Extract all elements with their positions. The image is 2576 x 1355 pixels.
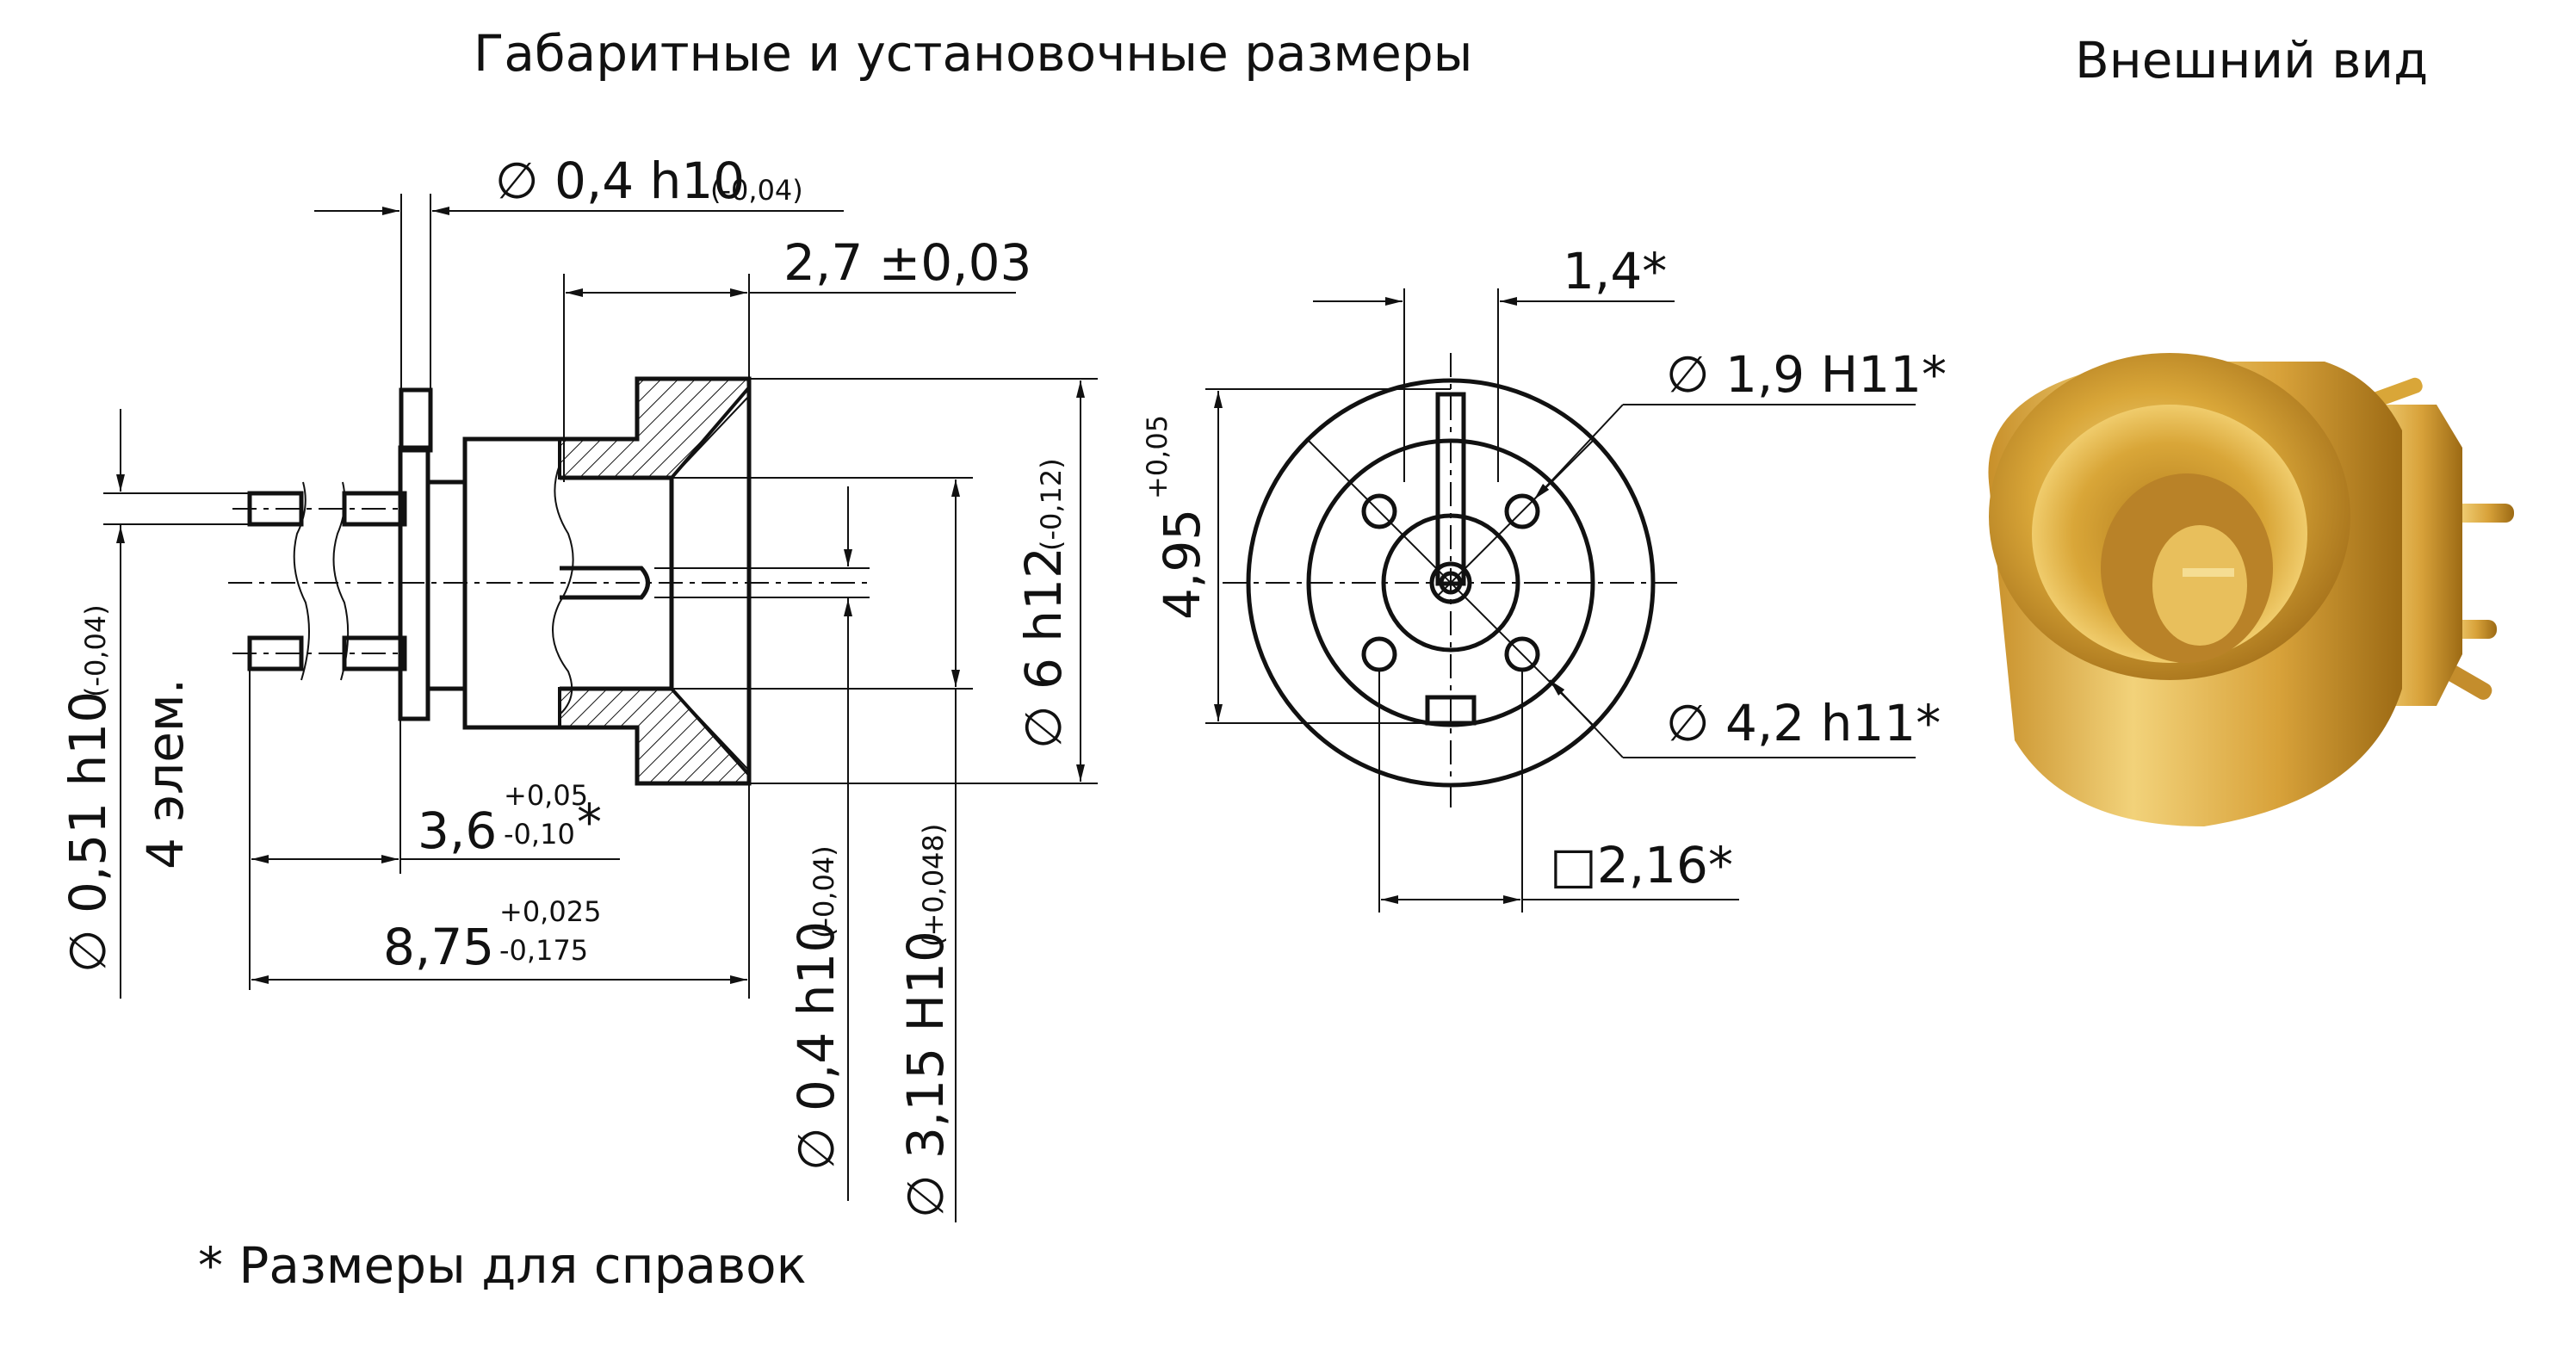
svg-text:(+0,048): (+0,048) (917, 824, 950, 947)
dim-outer-dia: ∅ 6 h12 (-0,12) (749, 378, 1098, 784)
svg-text:8,75: 8,75 (383, 918, 494, 976)
dim-bore-dia: ∅ 3,15 H10 (+0,048) (672, 477, 973, 1222)
svg-text:(-0,04): (-0,04) (808, 845, 840, 938)
dim-body-dia: ∅ 4,2 h11* (1549, 679, 1941, 758)
svg-text:∅ 1,9 H11*: ∅ 1,9 H11* (1666, 345, 1947, 404)
svg-text:+0,025: +0,025 (499, 895, 601, 928)
dim-pin-dia: ∅ 0,4 h10 (-0,04) (314, 152, 844, 392)
svg-text:-0,10: -0,10 (504, 818, 575, 851)
svg-text:∅ 0,4 h10: ∅ 0,4 h10 (787, 921, 845, 1171)
drawing-title: Габаритные и установочные размеры (474, 24, 1472, 83)
dim-hole: ∅ 1,9 H11* (1533, 345, 1947, 500)
svg-text:(-0,04): (-0,04) (710, 174, 803, 207)
reference-note: * Размеры для справок (198, 1236, 807, 1295)
svg-text:□2,16*: □2,16* (1550, 836, 1733, 894)
dim-slot: 1,4* (1313, 242, 1675, 482)
svg-text:1,4*: 1,4* (1563, 242, 1667, 300)
svg-text:2,7 ±0,03: 2,7 ±0,03 (783, 233, 1031, 292)
front-view: 1,4* ∅ 1,9 H11* 4,95 +0,05 ∅ 4,2 h11* (1141, 242, 1947, 913)
dim-leg-dia: ∅ 0,51 h10 (-0,04) 4 элем. (59, 409, 250, 999)
svg-text:-0,175: -0,175 (499, 934, 588, 967)
legs (247, 481, 407, 681)
svg-text:*: * (577, 793, 602, 851)
top-pin (399, 387, 433, 453)
dim-flange-offset: 3,6 +0,05 -0,10 * (249, 669, 620, 990)
photo-title: Внешний вид (2075, 31, 2428, 90)
dim-center-pin: ∅ 0,4 h10 (-0,04) (654, 486, 870, 1201)
side-view: ∅ 0,4 h10 (-0,04) 2,7 ±0,03 ∅ 6 h12 (-0,… (59, 152, 1098, 1222)
svg-text:4 элем.: 4 элем. (136, 678, 195, 869)
svg-text:∅ 4,2 h11*: ∅ 4,2 h11* (1666, 694, 1941, 752)
svg-text:(-0,04): (-0,04) (79, 604, 112, 697)
svg-text:∅ 0,4 h10: ∅ 0,4 h10 (495, 152, 745, 210)
svg-text:∅ 6 h12: ∅ 6 h12 (1014, 547, 1073, 749)
svg-text:∅ 0,51 h10: ∅ 0,51 h10 (59, 691, 117, 973)
svg-text:(-0,12): (-0,12) (1035, 458, 1068, 551)
svg-text:4,95: 4,95 (1153, 509, 1211, 620)
dim-depth: 2,7 ±0,03 (563, 233, 1031, 482)
svg-text:+0,05: +0,05 (504, 779, 588, 812)
product-photo (1988, 353, 2514, 826)
dim-height: 4,95 +0,05 (1141, 388, 1451, 724)
svg-text:∅ 3,15 H10: ∅ 3,15 H10 (896, 931, 955, 1218)
svg-text:+0,05: +0,05 (1141, 415, 1173, 499)
svg-text:3,6: 3,6 (418, 801, 497, 860)
section-hatch (558, 377, 751, 480)
dim-total-length: 8,75 +0,025 -0,175 (251, 783, 750, 999)
dim-square: □2,16* (1378, 670, 1739, 913)
